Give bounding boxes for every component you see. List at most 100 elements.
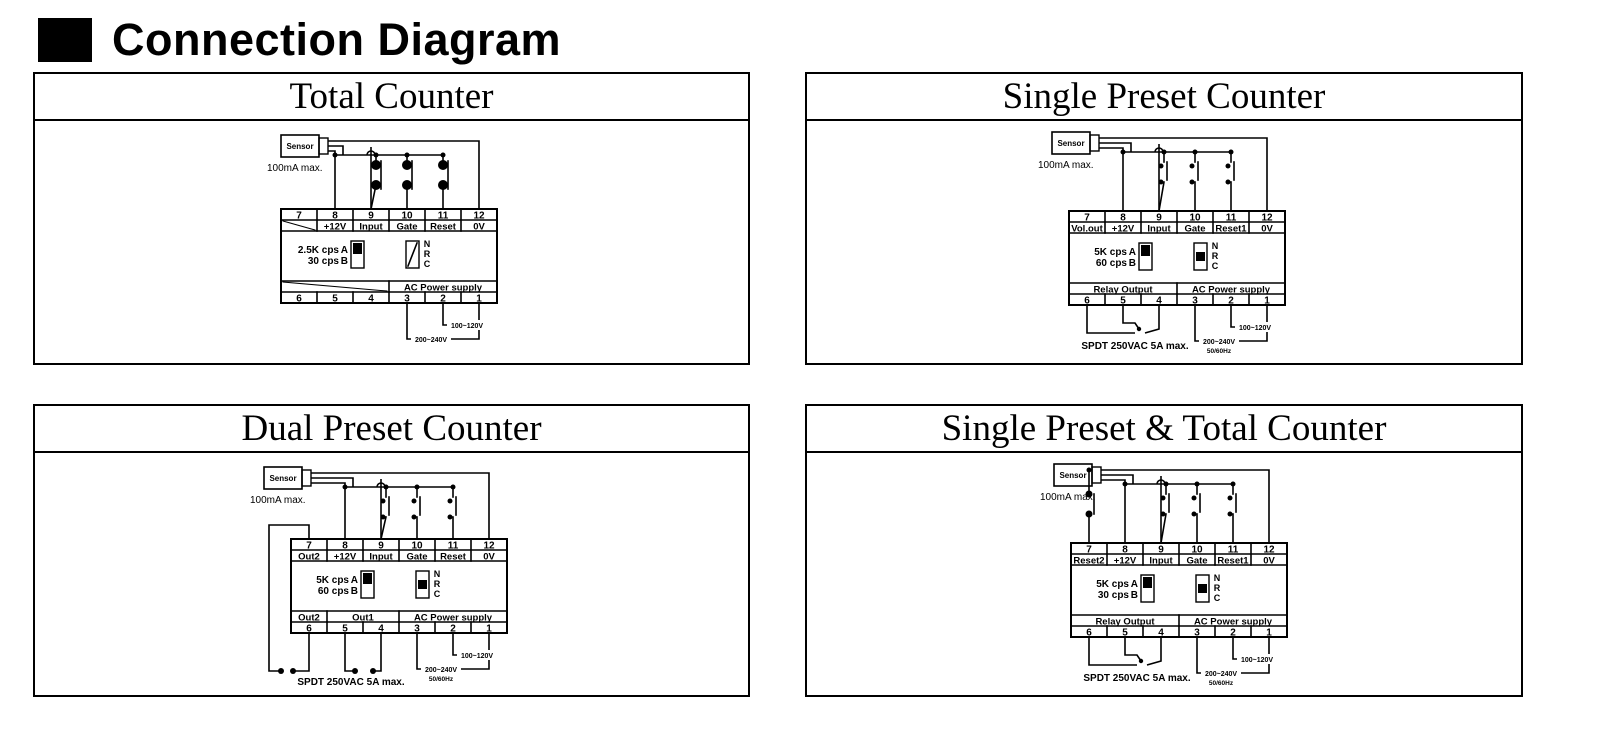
panel-title: Single Preset & Total Counter <box>807 406 1521 453</box>
terminal-name: 0V <box>483 552 495 563</box>
voltage-high-bg <box>411 334 451 344</box>
switch-contact <box>447 514 453 520</box>
voltage-low-bg <box>447 320 487 330</box>
switch-contact <box>1227 511 1233 517</box>
terminal-number: 4 <box>378 624 384 635</box>
junction-dot <box>342 484 348 490</box>
voltage-high-label: 200~240V <box>1205 671 1237 678</box>
switch-contact <box>1227 495 1233 501</box>
terminal-number: 2 <box>1230 628 1236 639</box>
current-label: 100mA max. <box>1038 160 1094 171</box>
voltage-low-label: 100~120V <box>451 323 483 330</box>
terminal-number: 6 <box>296 294 302 305</box>
terminal-number: 9 <box>378 541 384 552</box>
dip-switch-knob <box>363 573 372 584</box>
switch-contact <box>438 160 448 170</box>
terminal-number: 4 <box>368 294 374 305</box>
mode-label: R <box>1214 583 1221 593</box>
terminal-name: Gate <box>396 222 417 233</box>
wire-sensor-0v <box>311 472 490 539</box>
terminal-number: 12 <box>1263 545 1275 556</box>
switch-contact <box>1085 490 1093 498</box>
voltage-low-bg <box>457 650 497 660</box>
wire-out1 <box>344 633 355 672</box>
mode-label: R <box>1212 251 1219 261</box>
relay-contact <box>290 668 296 674</box>
speed-a-label: 5K cps <box>1096 579 1129 590</box>
speed-dip-switch <box>1138 242 1153 271</box>
terminal-name: +12V <box>324 222 347 233</box>
page-header: Connection Diagram <box>38 14 561 66</box>
wire-sensor-signal <box>311 477 354 487</box>
terminal-number: 5 <box>332 294 338 305</box>
terminal-name: 0V <box>1261 224 1273 235</box>
switch-contact <box>447 498 453 504</box>
current-label: 100mA max. <box>1040 492 1096 503</box>
terminal-number: 10 <box>401 211 413 222</box>
header-square-icon <box>38 18 92 62</box>
wire-out2 <box>268 524 310 672</box>
switch-contact <box>1189 163 1195 169</box>
mode-label: C <box>1212 261 1219 271</box>
terminal-group-label: Out1 <box>352 613 374 624</box>
terminal-name: +12V <box>1114 556 1137 567</box>
terminal-number: 1 <box>1266 628 1272 639</box>
mode-switch-knob <box>418 580 427 589</box>
mode-switch-slash <box>406 241 419 268</box>
speed-b-label: 60 cps <box>318 586 350 597</box>
terminal-number: 9 <box>368 211 374 222</box>
terminal-group-label: AC Power supply <box>1192 285 1271 296</box>
voltage-high-label: 200~240V <box>1203 339 1235 346</box>
wire-sensor-0v <box>1099 137 1268 211</box>
mode-label: N <box>424 239 431 249</box>
panel-title: Dual Preset Counter <box>35 406 748 453</box>
terminal-name: Reset1 <box>1217 556 1249 567</box>
terminal-number: 12 <box>483 541 495 552</box>
speed-a-label: 5K cps <box>1094 247 1127 258</box>
mode-switch <box>1193 242 1208 271</box>
terminal-number: 3 <box>404 294 410 305</box>
switch-a-label: A <box>351 575 358 586</box>
terminal-number: 11 <box>448 541 459 552</box>
switch-contact <box>402 160 412 170</box>
switch-b-label: B <box>1129 258 1136 269</box>
terminal-number: 5 <box>1120 296 1126 307</box>
terminal-number: 5 <box>342 624 348 635</box>
terminal-name: Gate <box>1186 556 1207 567</box>
sensor-connector <box>1091 466 1102 484</box>
speed-a-label: 2.5K cps <box>298 245 340 256</box>
junction-dot <box>1122 481 1128 487</box>
wire-switch <box>370 184 377 210</box>
wire-out2 <box>293 633 310 672</box>
terminal-name: Vol.out <box>1071 224 1103 235</box>
wire-sensor-signal <box>1099 142 1132 152</box>
terminal-number: 1 <box>1264 296 1270 307</box>
terminal-number: 10 <box>411 541 423 552</box>
sensor-label: Sensor <box>1057 139 1084 148</box>
wire-relay <box>1086 305 1135 334</box>
terminal-number: 8 <box>332 211 338 222</box>
terminal-number: 1 <box>476 294 482 305</box>
terminal-group-label: AC Power supply <box>1194 617 1273 628</box>
relay-spec-label: SPDT 250VAC 5A max. <box>1081 341 1188 352</box>
relay-contact <box>370 668 376 674</box>
wire-sensor-0v <box>328 140 480 209</box>
wire-sensor-12v <box>1101 479 1126 543</box>
switch-contact <box>1191 511 1197 517</box>
speed-dip-switch <box>360 570 375 599</box>
terminal-number: 10 <box>1189 213 1201 224</box>
terminal-number: 6 <box>306 624 312 635</box>
wire-relay <box>1122 305 1140 330</box>
terminal-name: Reset <box>430 222 457 233</box>
mode-label: R <box>434 579 441 589</box>
wire-sensor-signal <box>328 145 344 155</box>
wire-relay <box>1144 305 1160 334</box>
terminal-number: 7 <box>306 541 312 552</box>
voltage-low-label: 100~120V <box>1239 325 1271 332</box>
switch-a-label: A <box>1129 247 1136 258</box>
